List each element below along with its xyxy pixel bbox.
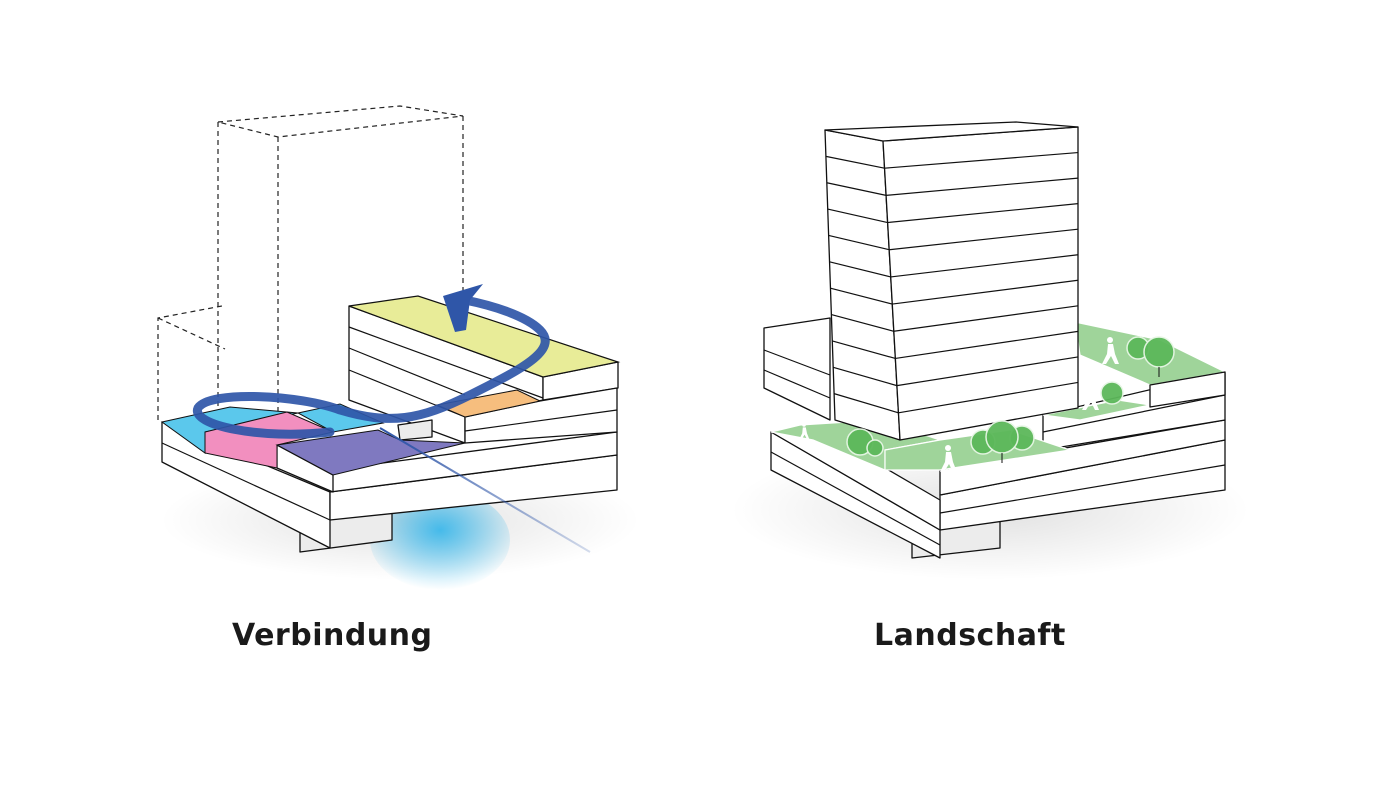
base-slabs (161, 421, 618, 549)
terrace-step (1149, 371, 1226, 408)
pedestrian-icon (799, 423, 810, 440)
zone-purple (275, 429, 466, 476)
connection-line (379, 427, 591, 553)
tree-icon (985, 420, 1019, 454)
floor-line (896, 356, 1079, 387)
arrow-head-icon (443, 284, 483, 332)
pedestrian-icon (1102, 337, 1119, 364)
floor-line (825, 155, 885, 169)
floor-line (893, 305, 1079, 332)
floor-line (829, 261, 891, 278)
floor-line (832, 340, 896, 360)
tree-icon (866, 439, 884, 457)
left-block (763, 317, 831, 421)
floor-line (887, 203, 1079, 224)
pedestrians (799, 337, 1119, 472)
floor-line (889, 228, 1079, 251)
floor-line (895, 330, 1079, 360)
floor-line (884, 151, 1079, 169)
label-verbindung: Verbindung (232, 618, 433, 653)
tree-icon (1100, 381, 1124, 405)
blue-glow (370, 490, 510, 590)
pedestrian-icon (940, 445, 957, 472)
zone-orange (435, 389, 542, 418)
floor-line (826, 182, 887, 196)
trees (846, 336, 1175, 463)
verbindung-diagram (157, 105, 640, 590)
floor-line (828, 234, 890, 251)
floor-line (830, 287, 893, 305)
label-landschaft: Landschaft (874, 618, 1066, 653)
courtyard-void (397, 419, 433, 441)
floor-line (833, 393, 899, 414)
landschaft-diagram (730, 121, 1250, 580)
circulation-arrow (193, 284, 591, 553)
floor-line (892, 279, 1079, 305)
floor-line (831, 313, 894, 332)
tree-icon (1143, 336, 1175, 368)
pedestrian-icon (1082, 383, 1099, 410)
floor-line (898, 381, 1079, 414)
floor-line (886, 177, 1079, 196)
floor-line (833, 366, 898, 387)
floor-line (890, 254, 1079, 278)
floor-line (827, 208, 888, 224)
tower (824, 121, 1079, 441)
zone-yellow (348, 295, 621, 378)
